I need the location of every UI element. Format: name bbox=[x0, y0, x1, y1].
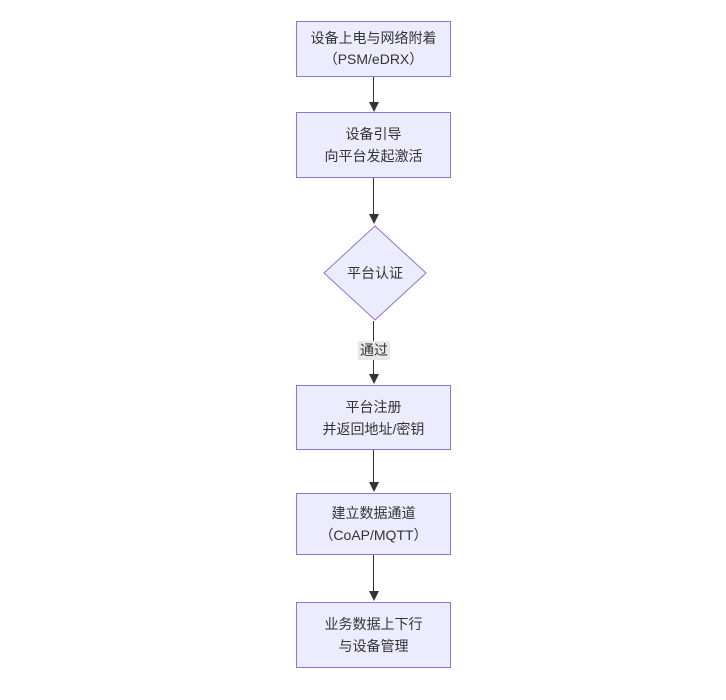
arrowhead-icon bbox=[368, 214, 379, 224]
node-text-line: 与设备管理 bbox=[338, 638, 409, 654]
node-text-line: 建立数据通道 bbox=[331, 505, 416, 521]
arrowhead-icon bbox=[368, 591, 379, 601]
node-power-attach: 设备上电与网络附着 （PSM/eDRX） bbox=[296, 21, 451, 77]
edge-register-to-channel-line bbox=[373, 450, 374, 482]
edge-label-pass: 通过 bbox=[358, 341, 390, 360]
decision-platform-auth-shape bbox=[323, 225, 427, 321]
node-text-line: 平台注册 bbox=[345, 398, 402, 415]
node-bootstrap-activate: 设备引导 向平台发起激活 bbox=[296, 112, 451, 178]
node-business-data: 业务数据上下行 与设备管理 bbox=[296, 602, 451, 668]
node-text-line: （PSM/eDRX） bbox=[323, 51, 424, 67]
edge-bootstrap-to-auth-line bbox=[373, 178, 374, 214]
arrowhead-icon bbox=[368, 374, 379, 384]
node-text-line: 向平台发起激活 bbox=[324, 148, 423, 164]
node-platform-register: 平台注册 并返回地址/密钥 bbox=[296, 385, 451, 450]
node-text-line: 设备引导 bbox=[345, 126, 402, 142]
arrowhead-icon bbox=[368, 482, 379, 492]
edge-channel-to-business-line bbox=[373, 555, 374, 591]
node-data-channel: 建立数据通道 （CoAP/MQTT） bbox=[296, 493, 451, 555]
node-text-line: 设备上电与网络附着 bbox=[310, 30, 437, 46]
decision-platform-auth-label: 平台认证 bbox=[347, 265, 403, 281]
node-text-line: （CoAP/MQTT） bbox=[319, 527, 428, 543]
arrowhead-icon bbox=[368, 102, 379, 112]
node-text-line: 并返回地址/密钥 bbox=[322, 420, 425, 437]
node-text-line: 业务数据上下行 bbox=[324, 616, 423, 632]
edge-power-to-bootstrap-line bbox=[373, 77, 374, 103]
